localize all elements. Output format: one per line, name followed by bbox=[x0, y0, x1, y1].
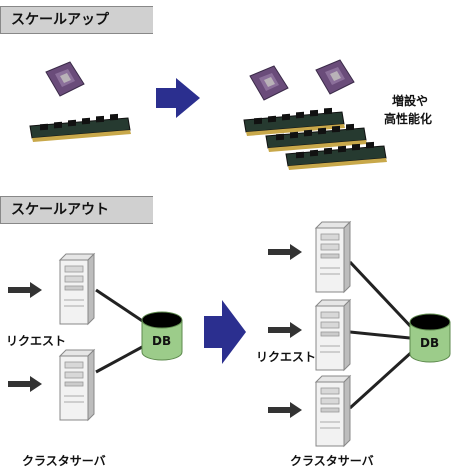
request-arrow bbox=[268, 402, 302, 418]
request-arrow bbox=[8, 282, 42, 298]
request-arrow bbox=[268, 322, 302, 338]
server-icon bbox=[315, 299, 351, 371]
right-cluster-label: クラスタサーバ bbox=[290, 454, 374, 468]
server-icon bbox=[59, 349, 95, 421]
left-request-label: リクエスト bbox=[6, 334, 67, 348]
scaleup-header: スケールアップ bbox=[0, 6, 153, 34]
cpu-chip-icon bbox=[249, 65, 289, 101]
scaleout-arrow bbox=[204, 300, 246, 364]
scaleout-header: スケールアウト bbox=[0, 196, 153, 224]
cpu-chip-icon bbox=[45, 61, 85, 97]
memory-module-icon bbox=[29, 113, 132, 143]
left-db-label: DB bbox=[152, 334, 172, 348]
scaleup-arrow bbox=[156, 78, 200, 118]
scaleup-note-line1: 増設や bbox=[392, 94, 429, 108]
server-icon bbox=[315, 375, 351, 447]
scaleup-note-line2: 高性能化 bbox=[384, 112, 433, 126]
server-icon bbox=[59, 253, 95, 325]
right-db-label: DB bbox=[420, 336, 440, 350]
cpu-chip-icon bbox=[315, 59, 355, 95]
server-icon bbox=[315, 221, 351, 293]
right-request-label: リクエスト bbox=[256, 350, 317, 364]
request-arrow bbox=[268, 244, 302, 260]
left-cluster-label: クラスタサーバ bbox=[22, 454, 106, 468]
request-arrow bbox=[8, 376, 42, 392]
